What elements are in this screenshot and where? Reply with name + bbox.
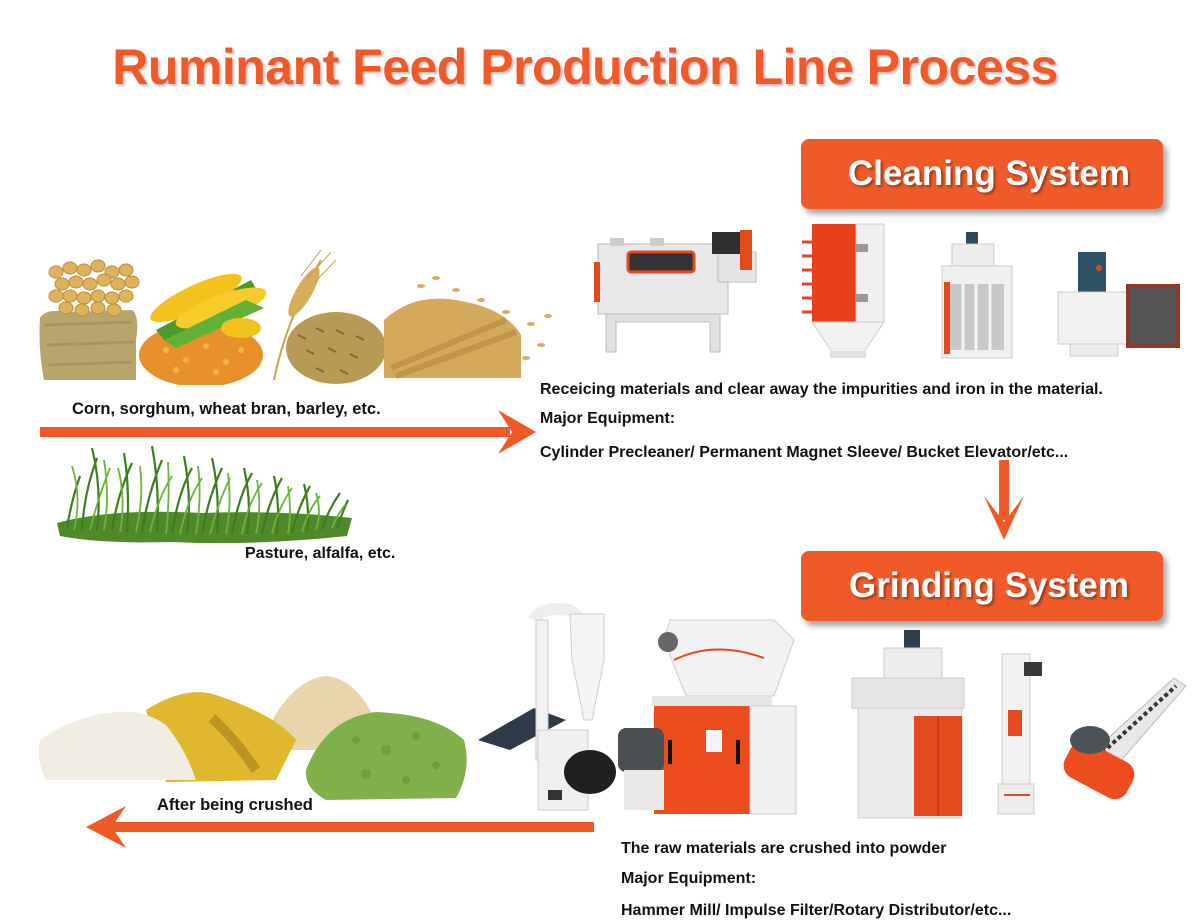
grass-image [52,438,357,553]
flow-arrow-left [84,806,596,848]
soybean-meal-image [39,259,140,380]
cylinder-precleaner [594,230,757,353]
cleaning-equipment-label: Major Equipment: [540,410,676,427]
page-title: Ruminant Feed Production Line Process [112,39,1058,95]
grinding-equipment-label: Major Equipment: [621,870,757,887]
barley-image [273,250,386,384]
cleaning-description: Receicing materials and clear away the i… [540,381,1103,398]
wheat-image [384,276,552,379]
white-powder [38,711,196,780]
centrifugal-fan [1057,252,1180,357]
cleaning-machines-images [580,222,1190,367]
grinding-machines-images [474,600,1190,825]
flow-arrow-right [40,410,540,454]
grinding-description: The raw materials are crushed into powde… [621,840,947,857]
pulse-dust-filter [941,232,1013,359]
permanent-magnet-sleeve [802,223,885,358]
impulse-filter [851,630,965,819]
screw-conveyor [1063,677,1187,800]
output-label: After being crushed [157,796,313,814]
powder-images [36,670,476,810]
corn-image [139,273,267,385]
cleaning-system-header: Cleaning System [801,139,1163,209]
cleaning-equipment-list: Cylinder Precleaner/ Permanent Magnet Sl… [540,444,1069,461]
grass-label: Pasture, alfalfa, etc. [245,545,396,562]
bucket-elevator [997,653,1042,815]
flow-arrow-down [982,460,1026,540]
green-powder [305,712,467,800]
raw-grains-images [36,250,556,385]
grinding-equipment-list: Hammer Mill/ Impulse Filter/Rotary Distr… [621,902,1012,919]
grinding-system-header: Grinding System [801,551,1163,621]
hammer-mill [618,619,797,815]
grains-label: Corn, sorghum, wheat bran, barley, etc. [72,400,381,418]
small-hammer-mill-with-cyclone [478,603,616,811]
